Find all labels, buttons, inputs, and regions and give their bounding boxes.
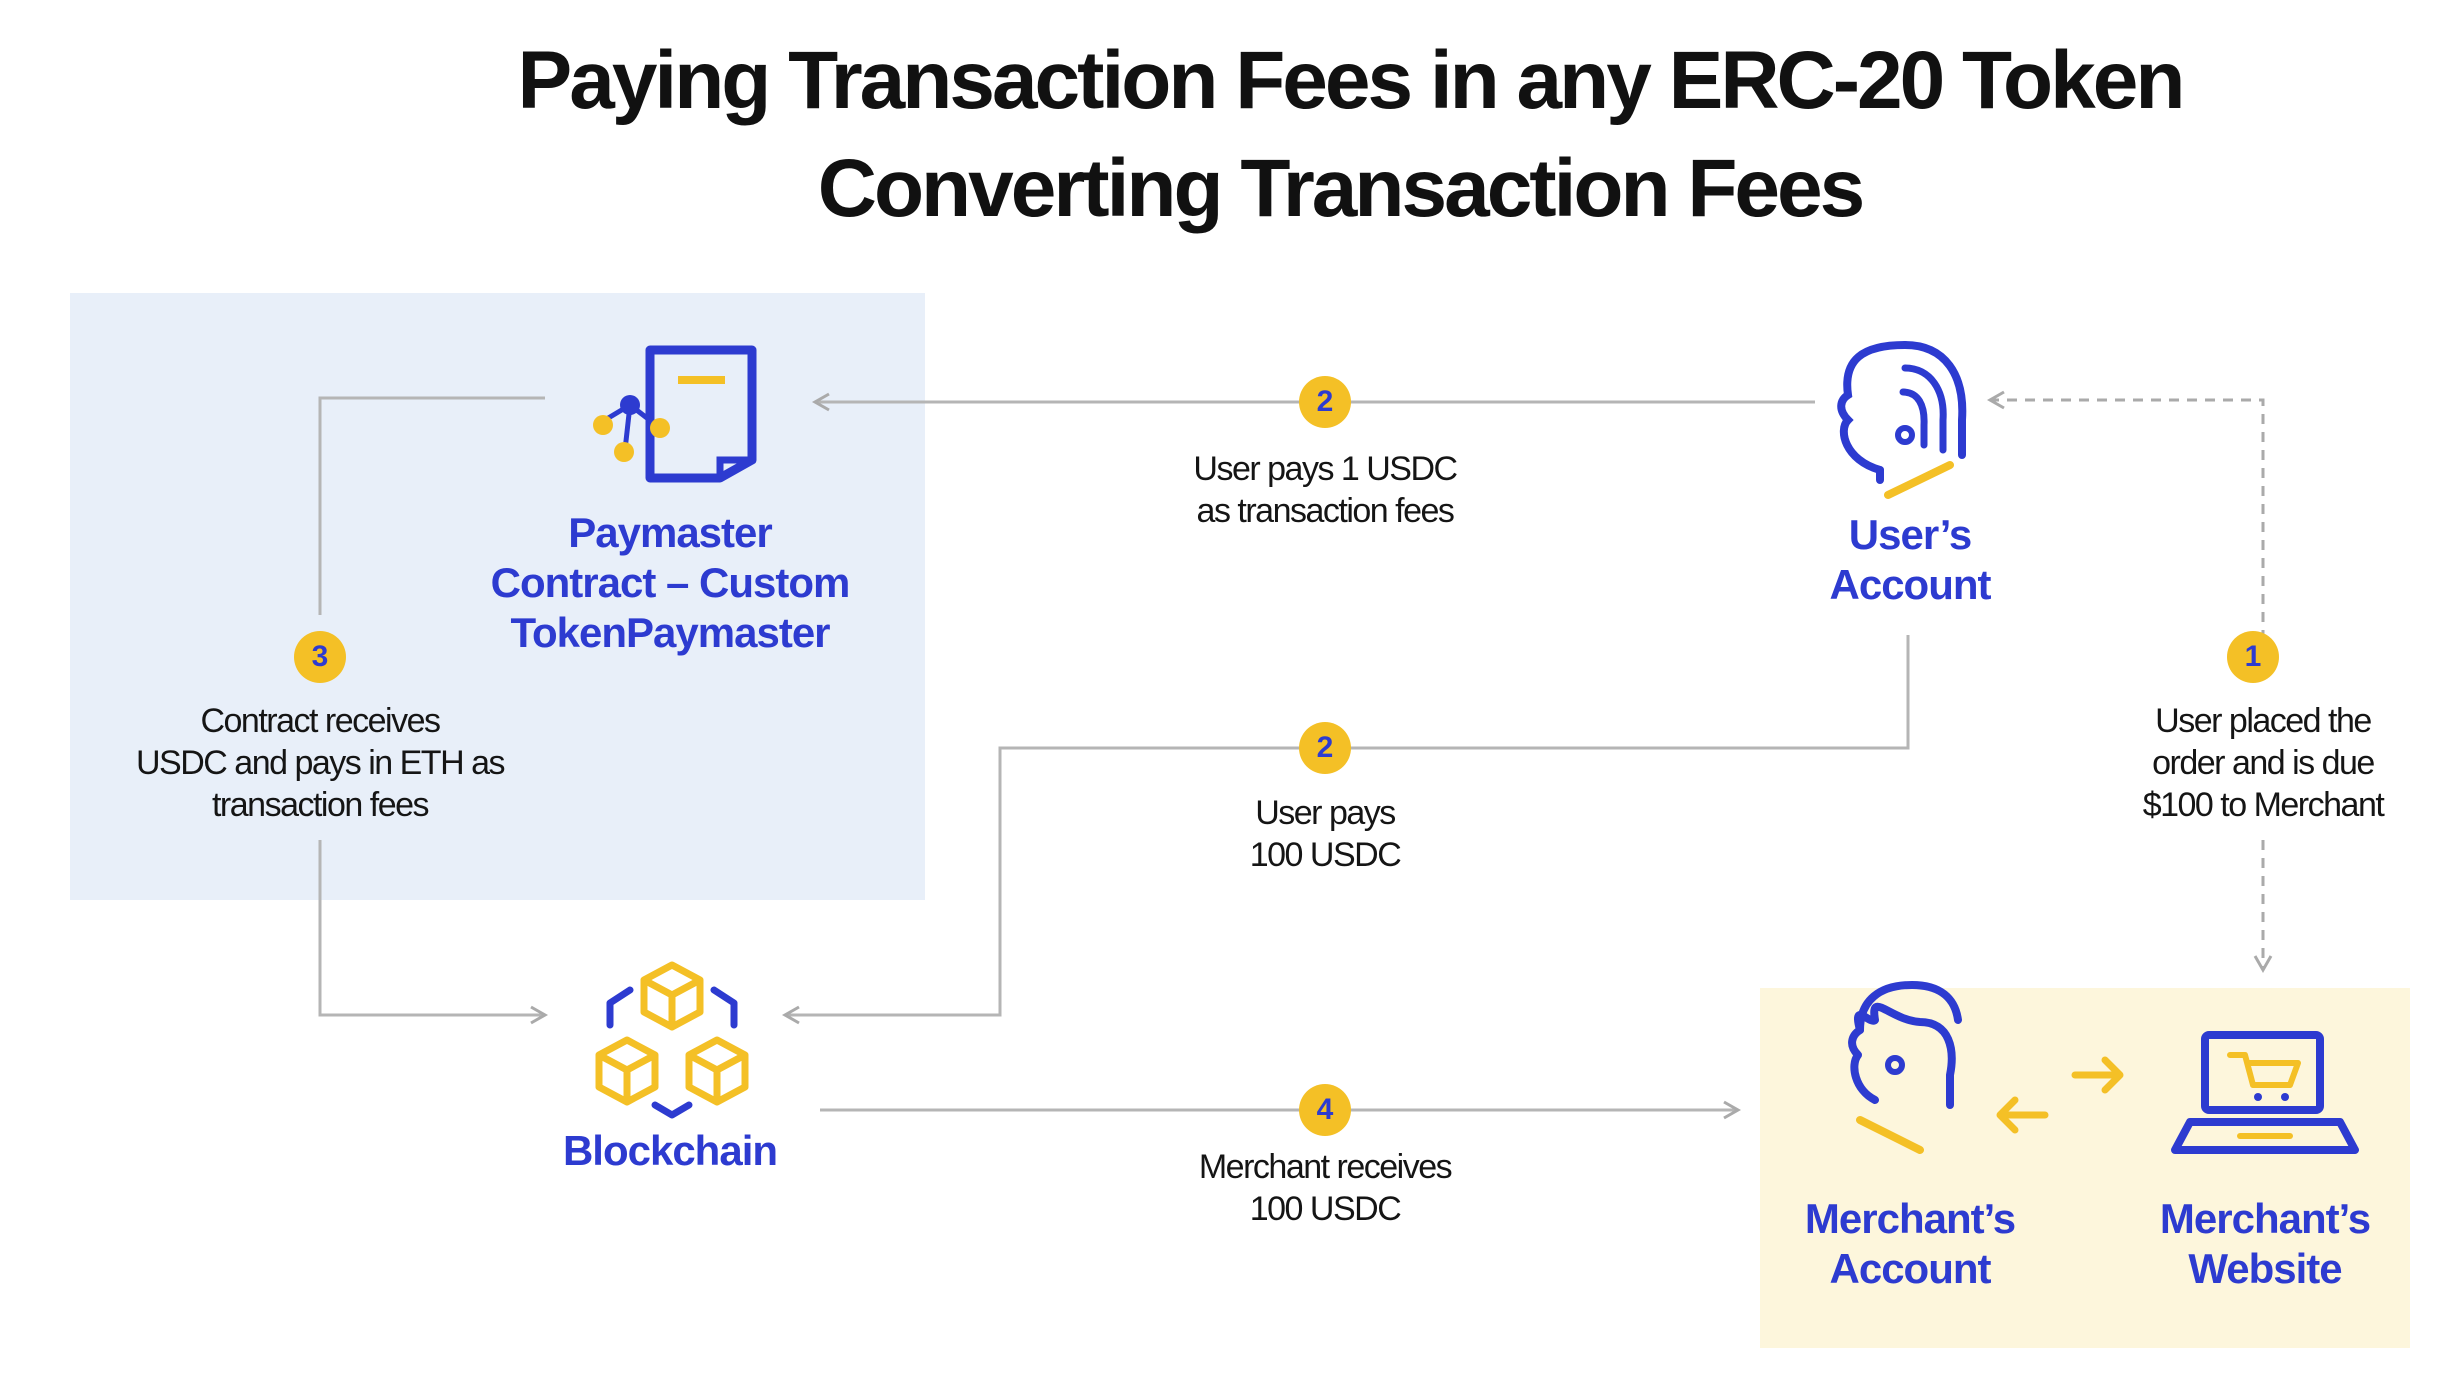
blockchain-label: Blockchain <box>562 1127 778 1174</box>
connector-website-to-user-dashed <box>1986 390 2265 640</box>
laptop-cart-icon <box>2171 1031 2359 1154</box>
step-badge-2-payment: 2 <box>1299 722 1351 774</box>
step-badge-1: 1 <box>2227 631 2279 683</box>
connector-user-to-blockchain <box>781 635 1910 1025</box>
diagram-title-line-2: Converting Transaction Fees <box>817 143 1866 234</box>
step-badge-4: 4 <box>1299 1084 1351 1136</box>
merchant-panel <box>1760 988 2410 1348</box>
connector-paymaster-to-blockchain-lower <box>318 840 549 1025</box>
step-note-1: User placed the order and is due $100 to… <box>2142 702 2385 824</box>
user-account-label: User’s Account <box>1829 511 1992 608</box>
merchant-head-icon <box>1848 981 1962 1154</box>
step-note-2-fees: User pays 1 USDC as transaction fees <box>1193 450 1458 530</box>
paymaster-panel <box>70 293 925 900</box>
step-badge-2-fees: 2 <box>1299 376 1351 428</box>
exchange-arrows-icon <box>1996 1056 2124 1134</box>
connector-paymaster-to-blockchain <box>318 396 545 615</box>
step-note-4: Merchant receives 100 USDC <box>1198 1148 1453 1228</box>
step-badge-3: 3 <box>294 631 346 683</box>
diagram-title-line-1: Paying Transaction Fees in any ERC-20 To… <box>517 35 2186 126</box>
merchant-account-label: Merchant’s Account <box>1804 1195 2016 1292</box>
step-note-3: Contract receives USDC and pays in ETH a… <box>136 702 506 824</box>
blockchain-cubes-icon <box>595 961 749 1119</box>
user-fingerprint-head-icon <box>1837 341 1967 499</box>
merchant-website-label: Merchant’s Website <box>2159 1195 2371 1292</box>
contract-document-icon <box>593 345 757 483</box>
paymaster-label: Paymaster Contract – Custom TokenPaymast… <box>490 509 851 656</box>
step-note-2-payment: User pays 100 USDC <box>1249 794 1402 874</box>
